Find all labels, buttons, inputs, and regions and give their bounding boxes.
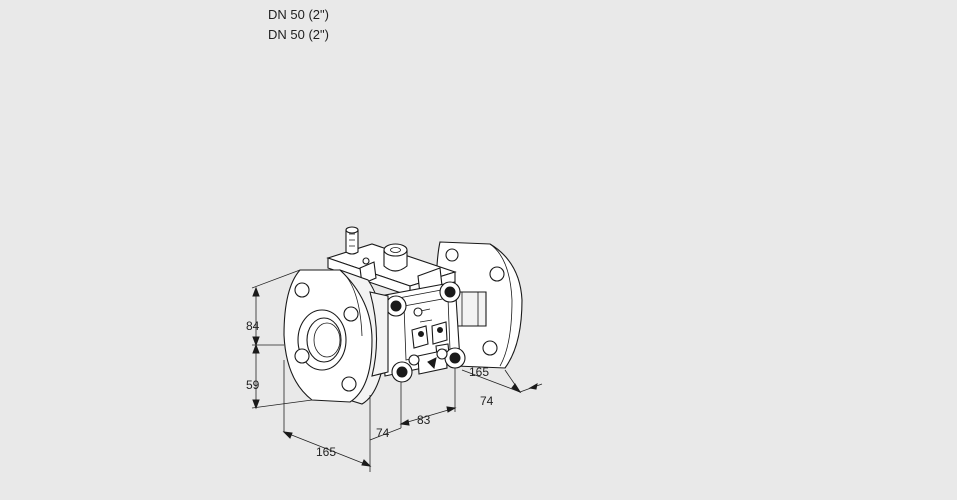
front-flange-bolt-hole [341,376,357,392]
rear-flange-bolt-hole [482,340,498,356]
warning-triangle-icon [427,357,437,370]
front-flange-bolt-hole [343,306,359,322]
dim-rear-flange-width: 165 [469,365,489,379]
front-flange [283,269,389,405]
dimension-lines [251,269,543,472]
gauge-icon [383,243,408,257]
dim-front-depth: 74 [376,426,390,440]
body-bolts [385,281,466,383]
rear-flange-bolt-hole [489,266,505,282]
dim-front-flange-width: 165 [316,445,336,459]
front-flange-bolt-hole [294,348,310,364]
rear-flange-bolt-hole [445,248,459,262]
caption-line-1: DN 50 (2") [268,7,329,22]
dim-height-upper: 84 [246,319,260,333]
dim-body-length: 83 [417,413,431,427]
dim-height-lower: 59 [246,378,260,392]
dim-rear-depth: 74 [480,394,494,408]
caption-line-2: DN 50 (2") [268,27,329,42]
front-flange-bolt-hole [294,282,310,298]
